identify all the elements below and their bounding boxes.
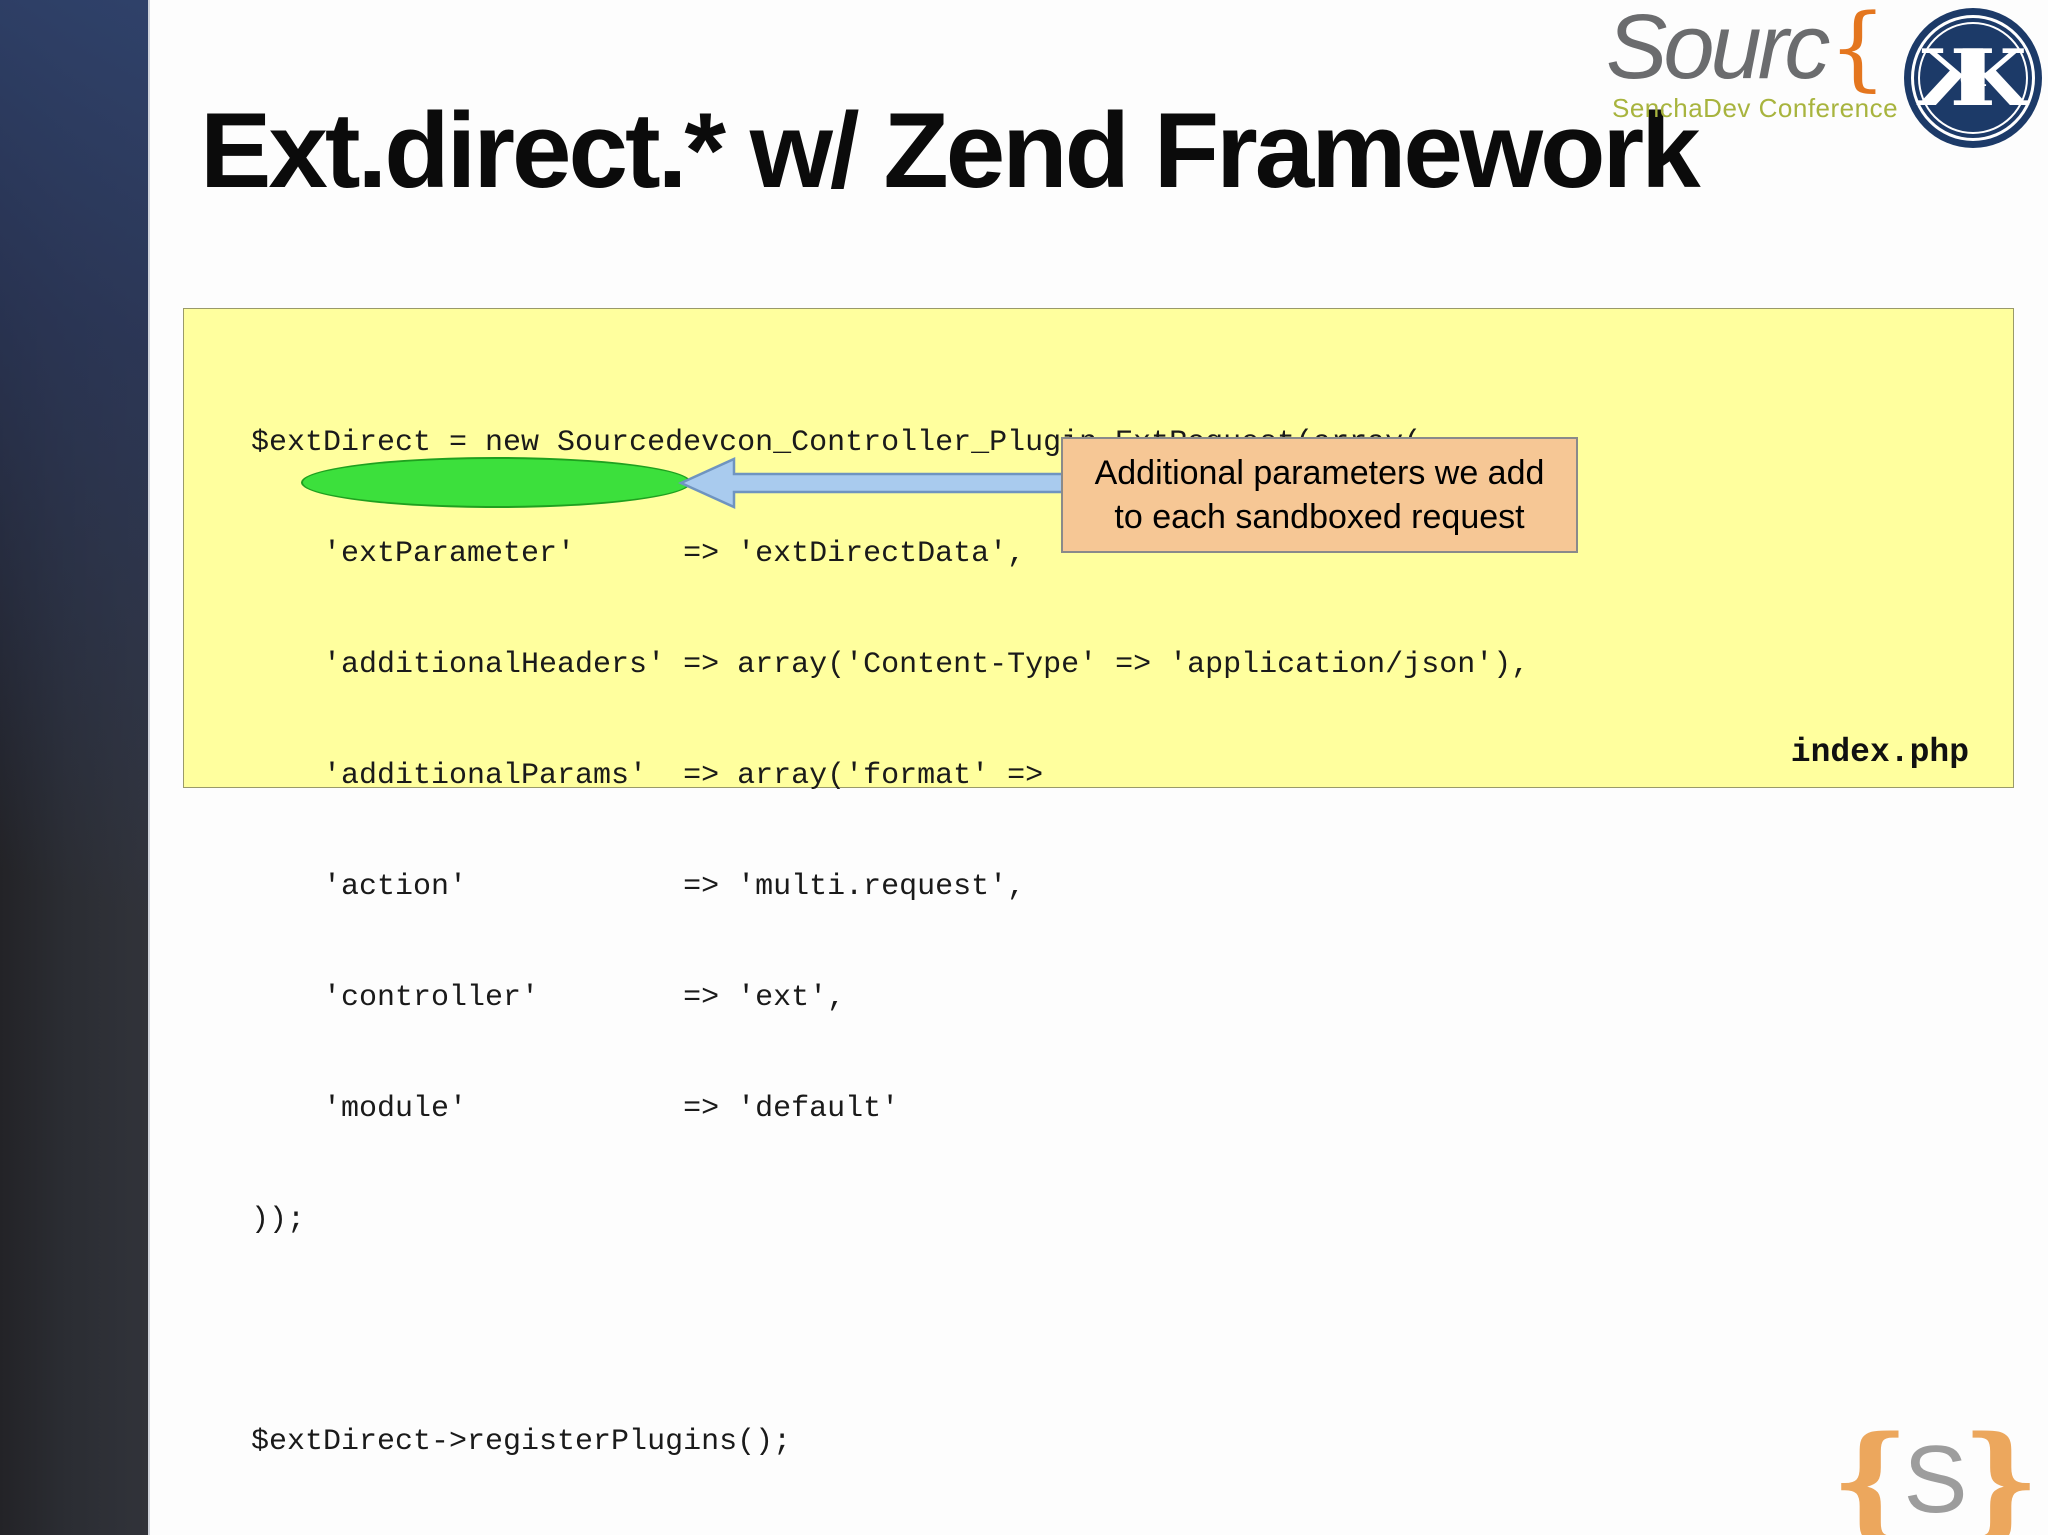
code-line: 'extParameter' => 'extDirectData', [251, 537, 1026, 571]
s-logo-letter: S [1903, 1426, 1968, 1533]
kk-letter-right: K [1959, 32, 2027, 124]
s-logo-close-brace-icon: } [1961, 1408, 2040, 1535]
kk-monogram: K K [1904, 8, 2042, 148]
brand-tagline: SenchaDev Conference [1612, 93, 1899, 124]
left-gradient-sidebar [0, 0, 150, 1535]
kk-ampersand: & [1959, 59, 1987, 95]
code-panel: $extDirect = new Sourcedevcon_Controller… [183, 308, 2014, 1459]
code-line: )); [251, 1203, 306, 1237]
code-line: 'additionalParams' => array('format' => [251, 759, 1044, 793]
callout-box: Additional parameters we add to each san… [1061, 437, 1578, 553]
s-brace-logo: { S } [1831, 1419, 2040, 1535]
filename-label: index.php [1790, 734, 1969, 771]
sourcedevcon-logo: Sourc { SenchaDev Conference [1606, 0, 1906, 124]
code-line [251, 1313, 1529, 1350]
code-line: 'additionalHeaders' => array('Content-Ty… [251, 648, 1530, 682]
code-line: 'module' => 'default' [251, 1092, 900, 1126]
code-block: $extDirect = new Sourcedevcon_Controller… [251, 351, 1529, 1535]
code-line: $extDirect->registerPlugins(); [251, 1425, 792, 1459]
callout-text-line1: Additional parameters we add [1094, 454, 1545, 492]
kk-circle-logo: K K & [1904, 8, 2042, 148]
highlight-ellipse [301, 457, 691, 508]
brand-brace-icon: { [1828, 0, 1887, 101]
s-logo-open-brace-icon: { [1831, 1408, 1910, 1535]
callout-text-line2: to each sandboxed request [1114, 498, 1525, 536]
code-line: 'controller' => 'ext', [251, 981, 846, 1015]
page-title: Ext.direct.* w/ Zend Framework [200, 90, 1701, 210]
brand-wordmark: Sourc [1606, 0, 1830, 98]
code-line: 'action' => 'multi.request', [251, 870, 1026, 904]
